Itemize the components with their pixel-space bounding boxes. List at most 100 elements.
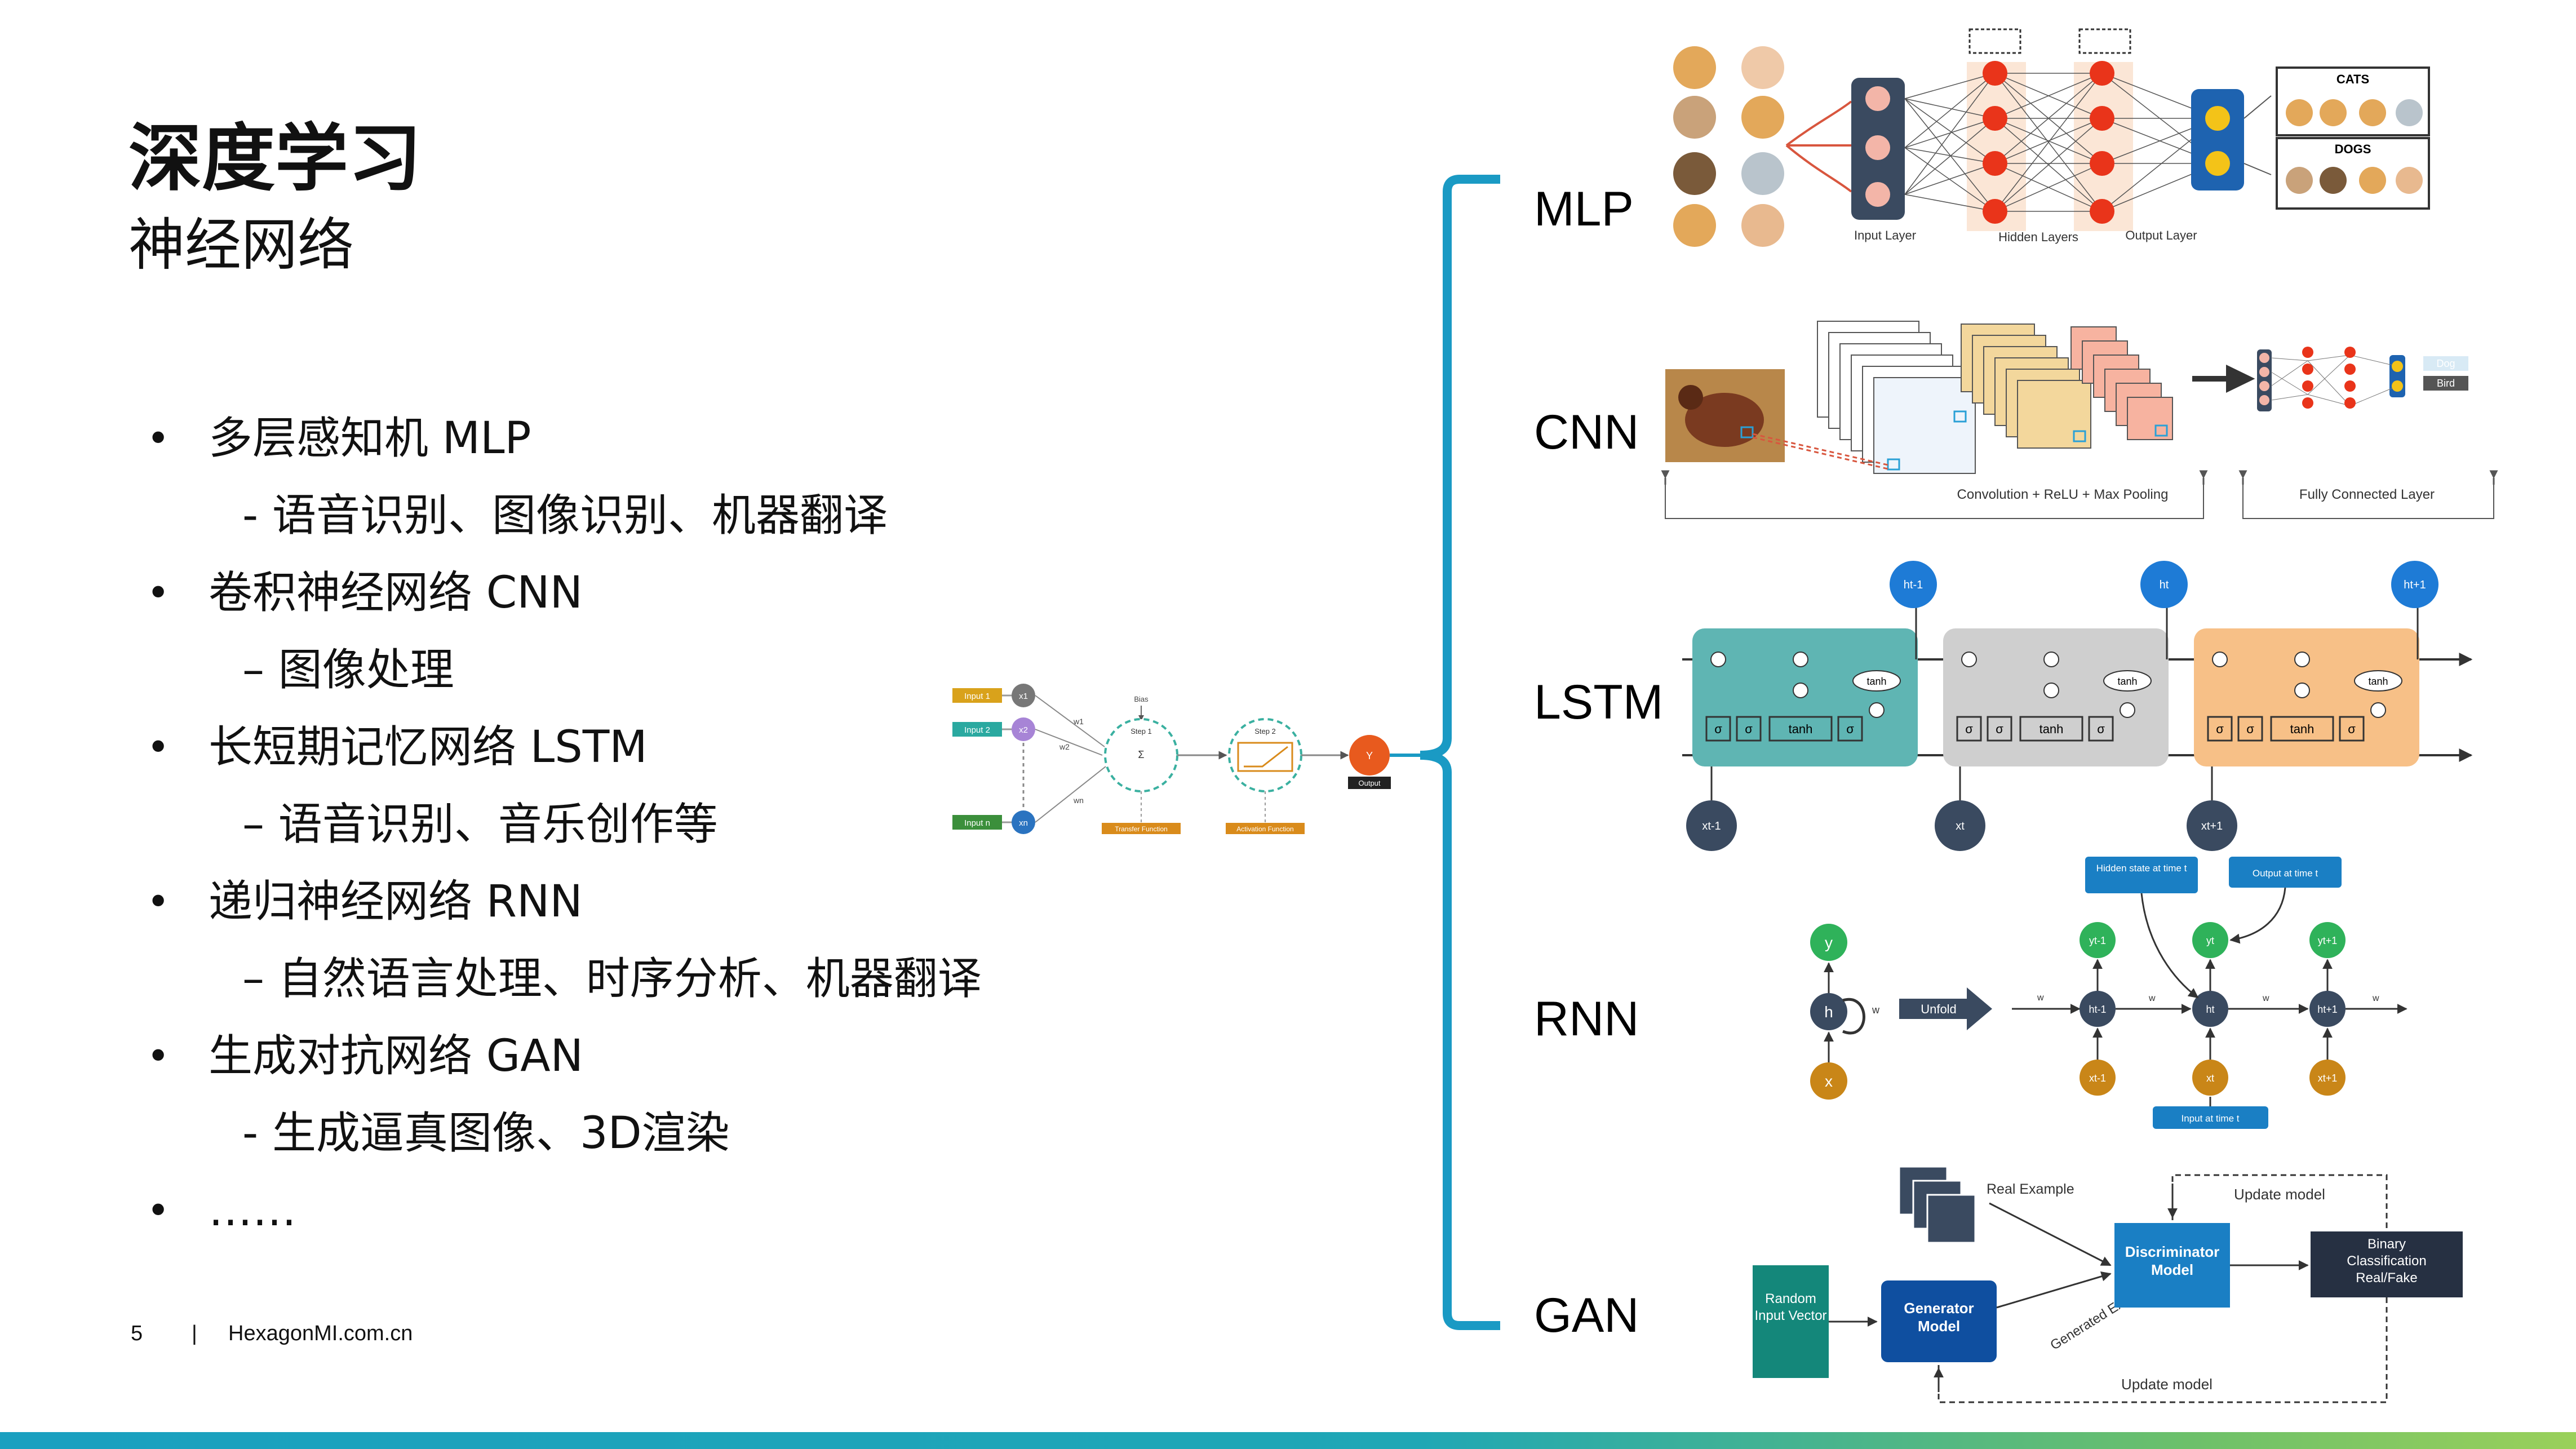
transfer-function-box bbox=[1102, 823, 1181, 834]
neuron-diagram: Input 1 Input 2 Input n x1 x2 xn w1 w2 w… bbox=[952, 684, 1431, 834]
input-1-box bbox=[952, 688, 1002, 703]
input-n-label: Input n bbox=[964, 818, 990, 828]
w2-label: w2 bbox=[1059, 742, 1070, 751]
label-rnn: RNN bbox=[1534, 992, 1639, 1046]
gan-diagram: Real Example Random Input Vector Generat… bbox=[1753, 1166, 2463, 1403]
svg-text:xt: xt bbox=[2206, 1073, 2214, 1084]
bullet-text: 递归神经网络 RNN bbox=[209, 876, 583, 927]
input-time-label: Input at time t bbox=[2182, 1113, 2240, 1124]
input-2-box bbox=[952, 722, 1002, 737]
svg-text:σ: σ bbox=[2216, 722, 2224, 736]
svg-text:xt: xt bbox=[1956, 820, 1965, 832]
label-cnn: CNN bbox=[1534, 405, 1639, 459]
dogs-label: DOGS bbox=[2335, 142, 2371, 156]
discriminator-box bbox=[2114, 1223, 2230, 1308]
random-vector-box bbox=[1753, 1265, 1829, 1378]
xn-label: xn bbox=[1019, 818, 1028, 828]
lstm-cell-1 bbox=[1692, 628, 1918, 766]
lstm-h-next bbox=[2391, 561, 2438, 608]
svg-text:x: x bbox=[1825, 1073, 1833, 1090]
svg-text:tanh: tanh bbox=[1789, 722, 1813, 736]
lstm-h-prev bbox=[1890, 561, 1937, 608]
bullet-item: •长短期记忆网络 LSTM bbox=[147, 709, 992, 786]
rnn-y-node bbox=[1810, 924, 1847, 961]
svg-text:y: y bbox=[1825, 934, 1833, 951]
lstm-cell-2 bbox=[1943, 628, 2169, 766]
bullet-text: …… bbox=[209, 1185, 296, 1236]
output-layer-label: Output Layer bbox=[2125, 228, 2197, 242]
real-example-stack bbox=[1926, 1194, 1976, 1244]
svg-text:σ: σ bbox=[1745, 722, 1753, 736]
bullet-item: •生成对抗网络 GAN bbox=[147, 1018, 992, 1095]
w1-label: w1 bbox=[1073, 717, 1084, 726]
svg-text:ht+1: ht+1 bbox=[2404, 579, 2426, 591]
fc-layer-label: Fully Connected Layer bbox=[2299, 487, 2435, 502]
hidden-layers-label: Hidden Layers bbox=[1998, 230, 2078, 244]
svg-text:σ: σ bbox=[1714, 722, 1722, 736]
svg-text:σ: σ bbox=[2246, 722, 2254, 736]
svg-text:ht: ht bbox=[2160, 579, 2169, 591]
label-lstm: LSTM bbox=[1534, 675, 1664, 729]
hidden-state-box bbox=[2085, 857, 2198, 893]
unfold-arrow bbox=[1899, 987, 1992, 1030]
bullet-text: 长短期记忆网络 LSTM bbox=[209, 722, 648, 773]
pool-maps bbox=[1953, 324, 2091, 449]
output-time-box bbox=[2229, 857, 2342, 888]
output-box bbox=[1348, 777, 1391, 789]
svg-text:σ: σ bbox=[1846, 722, 1854, 736]
update-model-top-label: Update model bbox=[2234, 1186, 2325, 1203]
x1-label: x1 bbox=[1019, 692, 1028, 701]
dog-output-box bbox=[2423, 356, 2468, 371]
xn-node bbox=[1012, 810, 1035, 834]
svg-text:xt-1: xt-1 bbox=[2089, 1073, 2106, 1084]
output-time-label: Output at time t bbox=[2253, 868, 2318, 879]
rnn-diagram: y h x w Unfold w Hidden state at time t … bbox=[1810, 857, 2407, 1129]
conv-layer-label: Convolution + ReLU + Max Pooling bbox=[1957, 487, 2169, 502]
svg-text:σ: σ bbox=[2097, 722, 2105, 736]
bullet-marker: • bbox=[147, 415, 170, 462]
output-label: Output bbox=[1358, 779, 1380, 787]
bullet-subitem: - 语音识别、图像识别、机器翻译 bbox=[147, 477, 992, 555]
bullet-item: •递归神经网络 RNN bbox=[147, 863, 992, 941]
transfer-function-label: Transfer Function bbox=[1115, 825, 1168, 833]
generator-box bbox=[1881, 1280, 1997, 1362]
mlp-diagram: CATS DOGS Input Layer Hidden Layers Outp… bbox=[1673, 28, 2430, 247]
bullet-subitem: – 图像处理 bbox=[147, 632, 992, 709]
svg-text:tanh: tanh bbox=[2290, 722, 2315, 736]
input-n-box bbox=[952, 815, 1002, 830]
page-number: 5 bbox=[131, 1322, 143, 1345]
svg-text:ht-1: ht-1 bbox=[1904, 579, 1923, 591]
input-1-label: Input 1 bbox=[964, 692, 990, 701]
dog-output-label: Dog bbox=[2436, 358, 2455, 369]
svg-text:tanh: tanh bbox=[1866, 676, 1886, 687]
label-mlp: MLP bbox=[1534, 182, 1634, 236]
x2-node bbox=[1012, 717, 1035, 741]
svg-text:w: w bbox=[2372, 994, 2379, 1003]
svg-text:w: w bbox=[1872, 1004, 1880, 1016]
activation-function-label: Activation Function bbox=[1236, 825, 1293, 833]
rnn-h-node bbox=[1810, 993, 1847, 1030]
bullet-item: • 多层感知机 MLP bbox=[147, 400, 992, 477]
svg-text:yt+1: yt+1 bbox=[2318, 935, 2338, 946]
cats-label: CATS bbox=[2336, 72, 2369, 86]
output-node-label: Y bbox=[1366, 750, 1373, 761]
svg-text:w: w bbox=[2262, 994, 2269, 1003]
lstm-cell-1-internals: σ σ tanh σ tanh bbox=[1705, 606, 1917, 742]
bullet-text: 多层感知机 MLP bbox=[209, 413, 531, 464]
svg-text:σ: σ bbox=[2348, 722, 2356, 736]
bullet-list: •多层感知机 MLP - 语音识别、图像识别、机器翻译 •卷积神经网络 CNN … bbox=[147, 400, 992, 1249]
lstm-cell-2-internals: σ σ tanh σ tanh bbox=[1956, 606, 2168, 742]
svg-text:ht: ht bbox=[2206, 1004, 2214, 1015]
svg-text:yt: yt bbox=[2206, 935, 2214, 946]
bullet-text: – 语音识别、音乐创作等 bbox=[242, 799, 718, 850]
discriminator-label: Discriminator Model bbox=[2125, 1243, 2220, 1278]
binary-classification-box bbox=[2311, 1231, 2463, 1297]
svg-text:w: w bbox=[2037, 993, 2044, 1003]
svg-text:ht+1: ht+1 bbox=[2317, 1004, 2338, 1015]
bullet-marker: • bbox=[147, 1033, 170, 1079]
svg-text:w: w bbox=[2148, 994, 2156, 1003]
label-gan: GAN bbox=[1534, 1288, 1639, 1342]
wn-label: wn bbox=[1073, 796, 1084, 805]
x1-node bbox=[1012, 684, 1035, 707]
